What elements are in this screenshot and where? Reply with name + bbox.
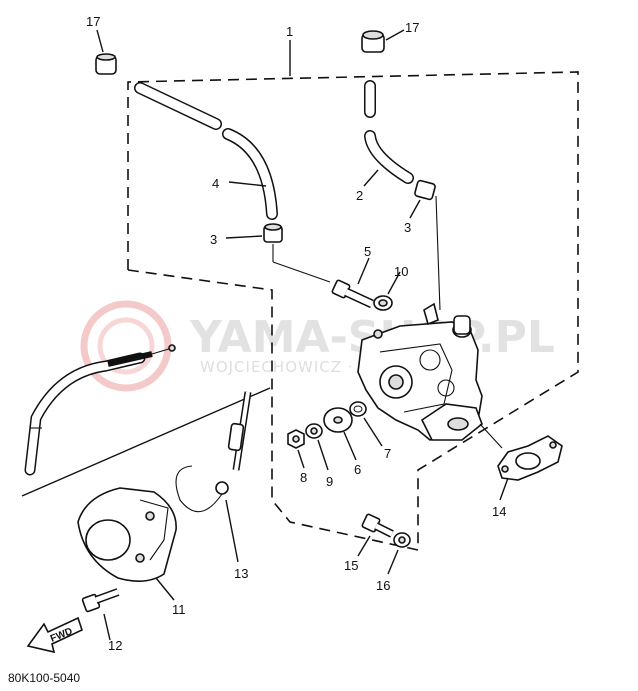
callout-15: 15: [344, 558, 358, 573]
callout-8: 8: [300, 470, 307, 485]
bolt-5: [331, 257, 374, 309]
fwd-arrow-icon: FWD: [26, 616, 83, 654]
hose-4: [134, 82, 278, 220]
callout-4: 4: [212, 176, 219, 191]
oil-pump-body-1: [357, 302, 483, 441]
callout-1: 1: [286, 24, 293, 39]
callout-3-left: 3: [210, 232, 217, 247]
watermark: YAMA-SHOP.PL WOJCIECHOWICZ · YAMAHA: [80, 300, 555, 392]
callout-labels: 1 17 17 4 2 3 3 5 10 8 9 6 7 14 15 16 13…: [86, 14, 506, 653]
callout-13: 13: [234, 566, 248, 581]
svg-text:FWD: FWD: [49, 626, 74, 645]
gasket-14: [479, 423, 563, 501]
callout-14: 14: [492, 504, 506, 519]
bolt-12: [81, 588, 120, 641]
cable-left: [24, 344, 176, 476]
separator-line: [21, 387, 271, 497]
cable-13: [175, 391, 252, 563]
assembly-boundary: [127, 40, 579, 551]
callout-10: 10: [394, 264, 408, 279]
plate-6: [323, 407, 357, 461]
collar-3-right: [409, 179, 441, 311]
collar-3-left: [225, 223, 331, 283]
washer-10: [373, 271, 401, 311]
callout-5: 5: [364, 244, 371, 259]
cap-17-left: [95, 29, 117, 75]
diagram-code: 80K100-5040: [8, 671, 80, 685]
callout-9: 9: [326, 474, 333, 489]
callout-6: 6: [354, 462, 361, 477]
hose-2: [363, 80, 414, 187]
callout-3-right: 3: [404, 220, 411, 235]
cap-17-right: [361, 29, 405, 53]
callout-16: 16: [376, 578, 390, 593]
callout-11: 11: [172, 602, 186, 617]
o-ring-7: [349, 401, 383, 447]
washer-16: [387, 532, 411, 575]
pump-cover-11: [77, 487, 177, 601]
bolt-15: [357, 513, 394, 557]
washer-9: [305, 423, 329, 471]
callout-17-right: 17: [405, 20, 419, 35]
callout-7: 7: [384, 446, 391, 461]
callout-12: 12: [108, 638, 122, 653]
watermark-logo: [80, 300, 172, 392]
callout-2: 2: [356, 188, 363, 203]
callout-17-left: 17: [86, 14, 100, 29]
nut-8: [287, 429, 305, 469]
